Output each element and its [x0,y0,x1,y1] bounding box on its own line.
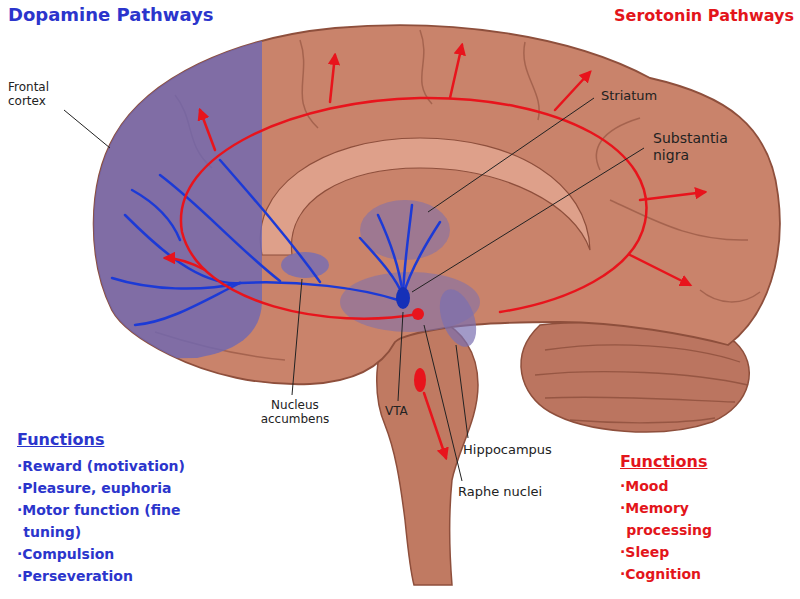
function-item: ·Motor function (fine tuning) [17,499,188,543]
serotonin-arrow [630,255,690,285]
serotonin-loop [181,98,647,319]
function-item: ·Reward (motivation) [17,455,185,477]
cerebellum-folia [535,345,748,423]
vta-nucleus [396,287,410,309]
sulcus-line [610,200,748,240]
pathway-heading: Dopamine Pathways [8,4,214,26]
leader-line [64,110,110,148]
folium-line [570,418,715,423]
dopamine-fiber [132,190,180,240]
function-item: ·Memory processing [620,497,741,541]
serotonin-arrow [330,55,335,102]
hippocampus-region [433,284,484,351]
serotonin-arrow [640,192,705,200]
raphe-nucleus [412,308,424,320]
folium-line [545,397,735,402]
striatum-region [360,200,450,260]
sulcus-line [700,290,760,302]
function-heading: Functions [17,430,104,449]
dopamine-fiber [403,222,440,296]
leader-lines [64,98,644,481]
brainstem [377,320,478,585]
function-heading: Functions [620,452,707,471]
region-label: Striatum [598,88,660,104]
function-item: ·Perseveration [17,565,133,587]
sulcus-line [420,30,432,104]
region-label: VTA [383,404,410,418]
function-item: ·Mood [620,475,669,497]
dopamine-fiber [125,215,240,283]
leader-line [398,312,403,401]
sulcus-line [596,118,640,170]
pathway-heading: Serotonin Pathways [614,6,794,25]
leader-line [456,345,468,438]
folium-line [545,345,740,362]
serotonin-arrow [165,258,205,270]
serotonin-arrow [450,45,462,98]
function-item: ·Sleep [620,541,669,563]
region-label: Nucleus accumbens [250,398,340,427]
leader-line [424,325,462,481]
nucleus-accumbens-region [281,252,329,278]
function-item: ·Cognition [620,563,701,585]
serotonin-arrow [200,110,215,150]
frontal-cortex-region [60,0,262,360]
serotonin-pathways [165,45,705,458]
leader-line [412,148,644,292]
dopamine-fiber [378,215,403,296]
dopamine-fiber [360,238,403,296]
region-label: Raphe nuclei [458,484,542,500]
dopamine-fiber [220,160,320,282]
function-item: ·Pleasure, euphoria [17,477,171,499]
dopamine-fiber [160,175,280,281]
dopamine-fiber [135,283,240,325]
region-label: Frontal cortex [8,80,72,109]
folium-line [535,372,748,385]
raphe-nucleus [414,368,426,392]
leader-line [292,279,302,395]
dopamine-pathways [112,160,440,325]
region-label: Hippocampus [463,442,552,458]
region-label: Substantia nigra [650,130,746,164]
function-item: ·Compulsion [17,543,114,565]
dopamine-fiber [240,282,398,300]
